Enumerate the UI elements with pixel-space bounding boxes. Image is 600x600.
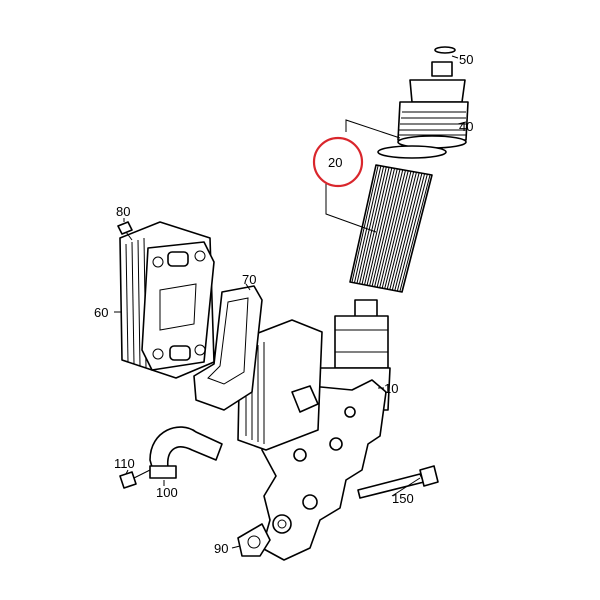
part-90-flange: [237, 523, 271, 557]
part-60-oil-cooler: [119, 221, 215, 379]
callout-20-bracket: [325, 119, 401, 233]
callout-label-40: 40: [459, 119, 473, 134]
part-150-long-bolt: [357, 465, 439, 499]
callout-label-60: 60: [94, 305, 108, 320]
callout-label-70: 70: [242, 272, 256, 287]
part-20-filter-element: [349, 164, 433, 293]
callout-label-20: 20: [328, 155, 342, 170]
callout-label-150: 150: [392, 491, 414, 506]
callout-label-100: 100: [156, 485, 178, 500]
highlight-circle-20: [312, 136, 364, 188]
filter-seal-ring: [377, 145, 447, 159]
callout-label-110: 110: [114, 456, 135, 471]
callout-label-90: 90: [214, 541, 228, 556]
leader-lines: [114, 55, 467, 549]
part-10-filter-housing: [237, 299, 391, 561]
callout-label-50: 50: [459, 52, 473, 67]
part-110-bolt: [119, 469, 151, 489]
part-70-gasket: [193, 285, 263, 411]
callout-label-10: 10: [384, 381, 398, 396]
part-100-coolant-pipe: [149, 426, 223, 479]
part-50-oring: [434, 46, 456, 54]
part-40-filter-cap: [397, 61, 469, 149]
callout-label-80: 80: [116, 204, 130, 219]
part-80-bolt: [117, 221, 133, 241]
